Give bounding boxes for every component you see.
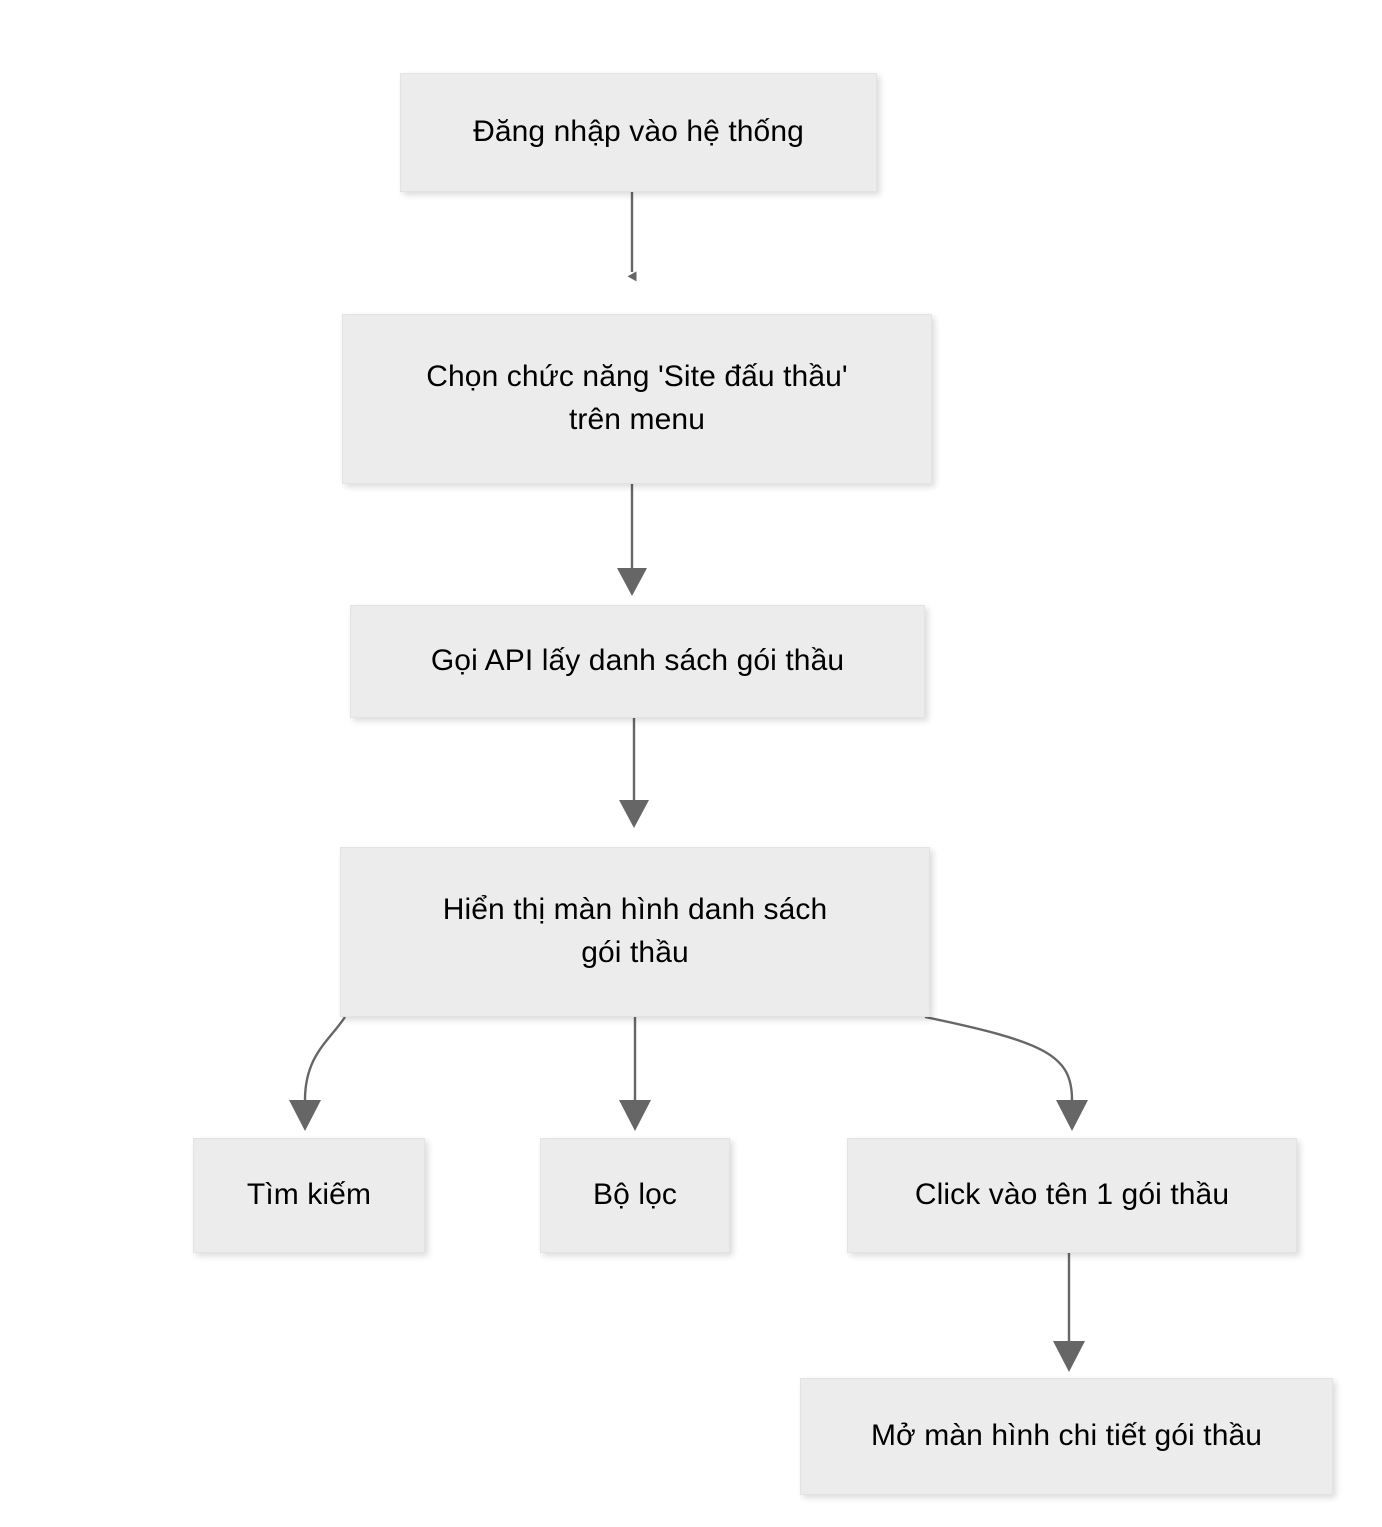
node-login[interactable]: Đăng nhập vào hệ thống <box>400 73 877 192</box>
node-filter[interactable]: Bộ lọc <box>540 1138 730 1253</box>
edge-show-list-to-search <box>289 1016 347 1131</box>
node-search-label: Tìm kiếm <box>246 1178 372 1212</box>
node-select-menu[interactable]: Chọn chức năng 'Site đấu thầu' trên menu <box>342 314 932 484</box>
node-login-label: Đăng nhập vào hệ thống <box>473 115 804 149</box>
edge-select-menu-to-call-api <box>617 484 647 596</box>
edge-call-api-to-show-list <box>619 718 649 828</box>
node-open-detail[interactable]: Mở màn hình chi tiết gói thầu <box>800 1378 1333 1495</box>
edge-show-list-to-filter <box>619 1017 651 1131</box>
node-click-name-label: Click vào tên 1 gói thầu <box>914 1178 1230 1212</box>
node-show-list-label: Hiển thị màn hình danh sách gói thầu <box>442 893 828 969</box>
node-show-list[interactable]: Hiển thị màn hình danh sách gói thầu <box>340 847 930 1017</box>
edge-show-list-to-click-name <box>924 1015 1088 1131</box>
node-search[interactable]: Tìm kiếm <box>193 1138 425 1253</box>
node-call-api-label: Gọi API lấy danh sách gói thầu <box>430 644 845 678</box>
node-select-menu-label: Chọn chức năng 'Site đấu thầu' trên menu <box>426 360 848 436</box>
node-filter-label: Bộ lọc <box>593 1178 677 1212</box>
node-open-detail-label: Mở màn hình chi tiết gói thầu <box>870 1419 1263 1453</box>
node-call-api[interactable]: Gọi API lấy danh sách gói thầu <box>350 605 925 718</box>
node-click-name[interactable]: Click vào tên 1 gói thầu <box>847 1138 1297 1253</box>
edge-click-name-to-open-detail <box>1053 1253 1085 1372</box>
